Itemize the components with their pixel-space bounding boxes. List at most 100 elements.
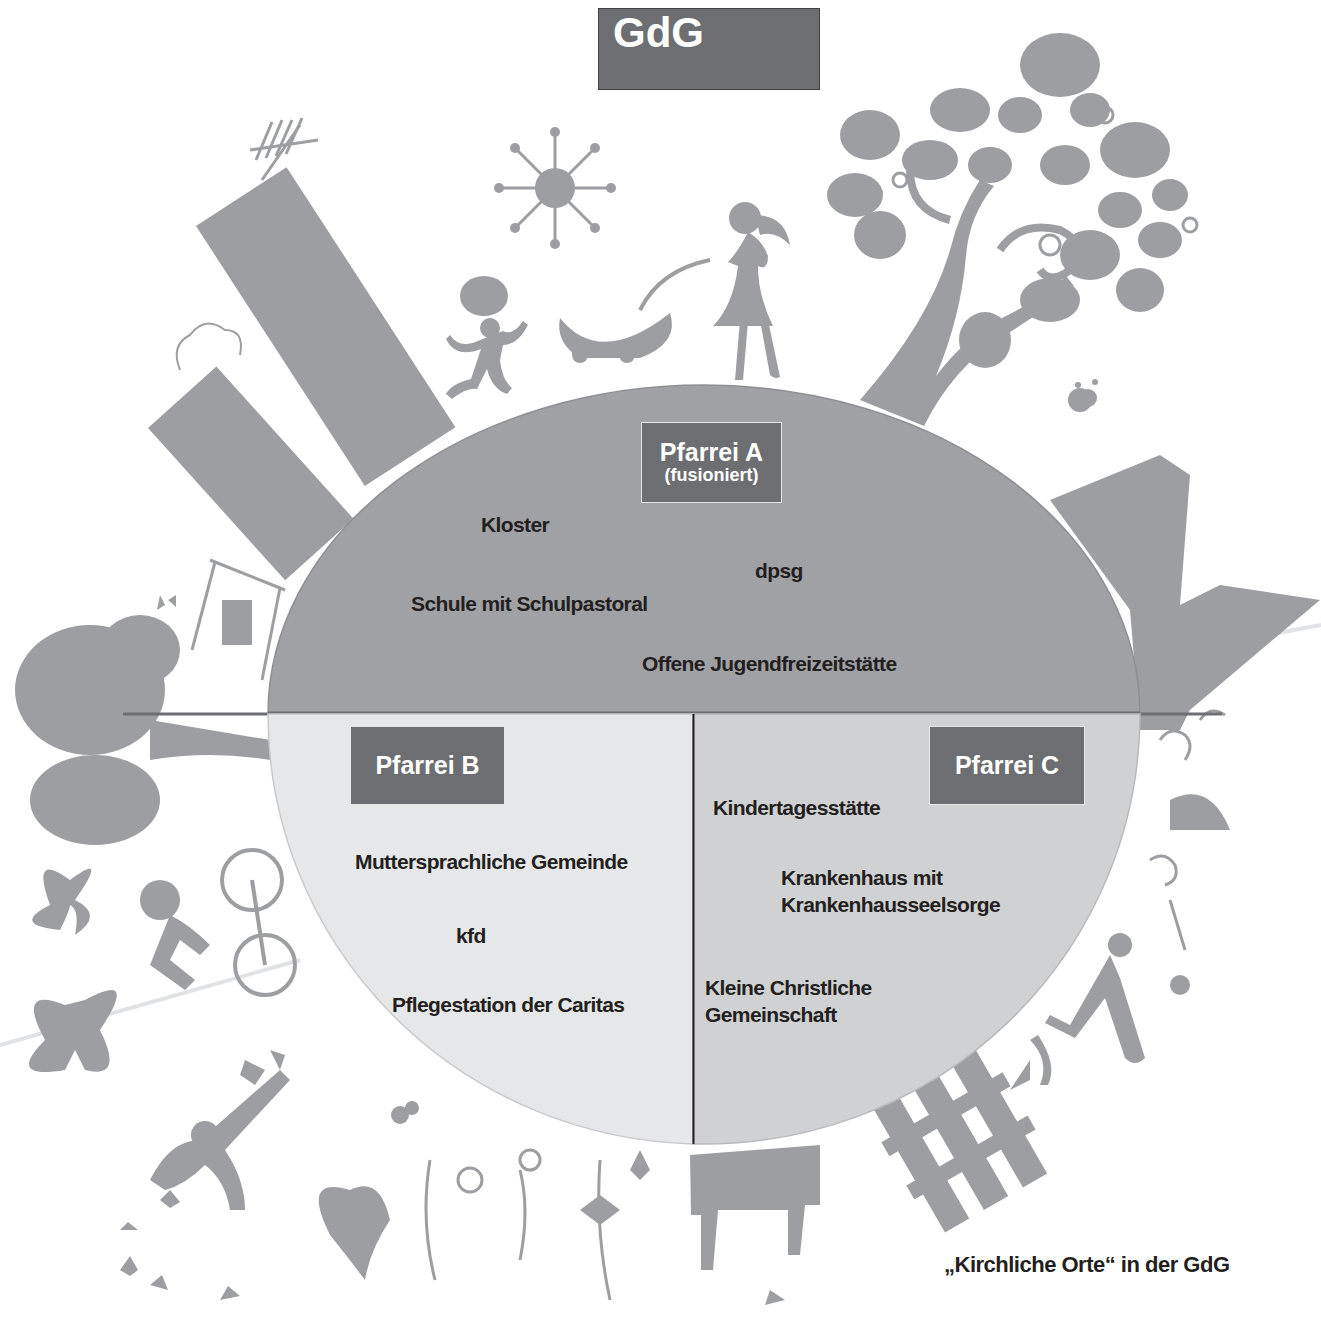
illustration-shape: [1170, 900, 1185, 950]
illustration-shape: [1108, 933, 1132, 957]
church-place: Offene Jugendfreizeitstätte: [642, 650, 897, 677]
illustration-shape: [446, 321, 528, 399]
illustration-shape: [550, 127, 560, 137]
illustration-shape: [606, 183, 616, 193]
illustration-shape: [1040, 235, 1060, 255]
church-place: Kleine Christliche Gemeinschaft: [705, 974, 937, 1029]
church-place: dpsg: [755, 557, 803, 584]
illustration-shape: [554, 132, 557, 188]
illustration-shape: [735, 320, 780, 380]
illustration-shape: [1097, 107, 1113, 123]
illustration-shape: [32, 869, 91, 935]
illustration-shape: [191, 1121, 219, 1149]
illustration-shape: [1150, 856, 1176, 885]
illustration-shape: [580, 1195, 620, 1225]
illustration-shape: [30, 755, 160, 845]
illustration-shape: [690, 1145, 820, 1270]
illustration-shape: [150, 915, 210, 990]
region-outline: [268, 385, 1140, 714]
illustration-shape: [1010, 1060, 1030, 1090]
illustration-shape: [1150, 711, 1225, 950]
illustration-shape: [1160, 731, 1190, 760]
illustration-shape: [893, 107, 1197, 255]
illustration-shape: [998, 97, 1042, 133]
illustration-shape: [458, 1168, 482, 1192]
parish-name: Pfarrei B: [375, 752, 479, 780]
church-place: Pflegestation der Caritas: [392, 991, 624, 1018]
illustration-shape: [499, 132, 611, 244]
illustration-shape: [959, 312, 1011, 368]
illustration-shape: [1020, 33, 1100, 97]
illustration-shape: [1183, 218, 1197, 232]
illustration-shape: [827, 173, 883, 217]
illustration-shape: [930, 88, 990, 132]
parish-region: Muttersprachliche GemeindekfdPflegestati…: [268, 714, 693, 1150]
illustration-shape: [276, 120, 292, 156]
illustration-shape: [140, 880, 180, 920]
parish-region: KindertagesstätteKrankenhaus mit Kranken…: [693, 714, 1140, 1150]
illustration-shape: [1170, 975, 1190, 995]
illustration-shape: [555, 148, 595, 188]
illustration-shape: [192, 562, 215, 650]
region-outline: [693, 714, 1140, 1144]
illustration-shape: [252, 880, 265, 965]
illustration-shape: [893, 173, 907, 187]
illustration-shape: [619, 347, 635, 363]
church-place: kfd: [456, 922, 486, 949]
illustration-shape: [286, 118, 302, 154]
illustration-shape: [554, 188, 557, 244]
parish-note: (fusioniert): [665, 466, 759, 486]
illustration-shape: [499, 187, 555, 190]
illustration-shape: [1152, 179, 1188, 211]
illustration-shape: [515, 188, 555, 228]
illustration-shape: [1045, 955, 1145, 1063]
illustration-shape: [640, 260, 710, 310]
divider-line: [693, 714, 695, 1144]
illustration-shape: [765, 1290, 785, 1305]
parish-label-box: Pfarrei A(fusioniert): [641, 422, 782, 503]
illustration-shape: [405, 1101, 419, 1115]
illustration-shape: [256, 122, 272, 160]
illustration-shape: [426, 1150, 610, 1300]
illustration-shape: [426, 1160, 435, 1280]
illustration-shape: [510, 143, 520, 153]
illustration-shape: [0, 33, 1321, 1305]
illustration-shape: [1030, 1035, 1051, 1085]
parish-label-box: Pfarrei C: [929, 726, 1085, 805]
illustration-shape: [1098, 192, 1142, 228]
illustration-shape: [1138, 222, 1182, 258]
illustration-shape: [520, 1150, 540, 1170]
illustration-shape: [120, 1256, 240, 1300]
illustration-shape: [515, 148, 555, 188]
church-place: Krankenhaus mit Krankenhausseelsorge: [781, 864, 1043, 919]
illustration-shape: [120, 1190, 180, 1230]
illustration-shape: [494, 183, 504, 193]
illustration-shape: [148, 366, 354, 580]
parish-name: Pfarrei A: [660, 439, 763, 467]
illustration-shape: [192, 560, 285, 680]
illustration-shape: [250, 118, 318, 180]
illustration-shape: [550, 239, 560, 249]
illustration-shape: [572, 347, 588, 363]
illustration-shape: [157, 595, 176, 610]
illustration-shape: [555, 187, 611, 190]
illustration-shape: [1116, 268, 1164, 312]
illustration-shape: [510, 223, 520, 233]
church-place: Kindertagesstätte: [713, 794, 880, 821]
illustration-shape: [210, 560, 285, 590]
illustration-shape: [555, 188, 595, 228]
illustration-shape: [240, 1050, 285, 1085]
illustration-shape: [840, 110, 900, 160]
illustration-shape: [902, 140, 958, 180]
illustration-shape: [150, 720, 270, 760]
illustration-shape: [590, 143, 600, 153]
illustration-shape: [1092, 379, 1098, 385]
illustration-shape: [1040, 145, 1090, 185]
illustration-shape: [319, 1186, 390, 1280]
illustration-shape: [222, 850, 295, 995]
illustration-shape: [460, 276, 508, 316]
church-place: Kloster: [481, 511, 549, 538]
illustration-shape: [1075, 382, 1081, 388]
illustration-shape: [906, 1116, 1035, 1200]
